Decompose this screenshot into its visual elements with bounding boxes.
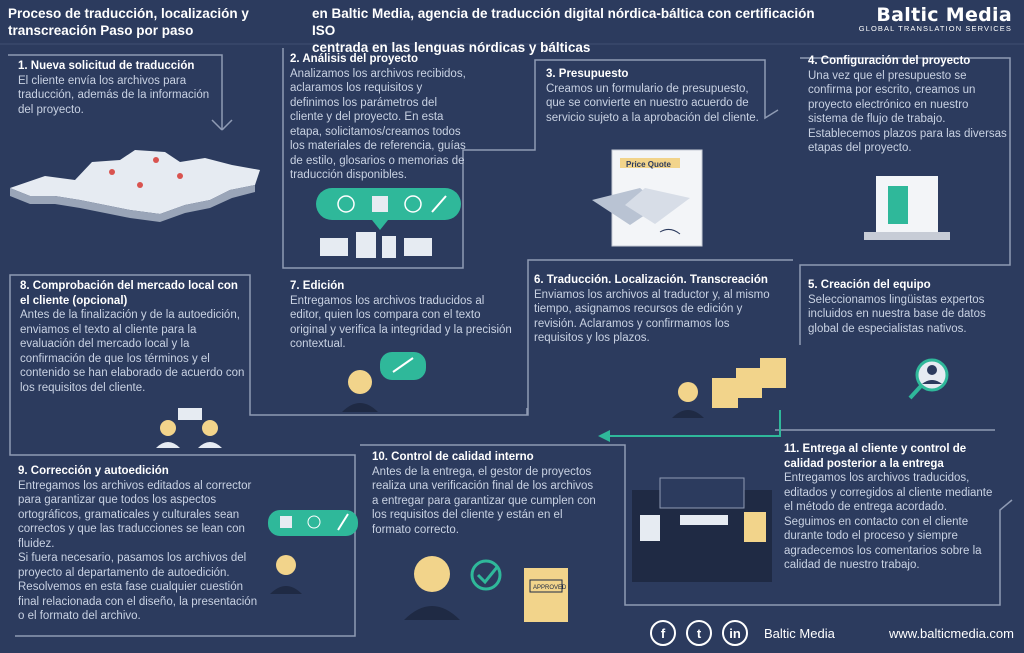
header-title-line1: Proceso de traducción, localización y (8, 6, 249, 21)
step-4-title: 4. Configuración del proyecto (808, 55, 971, 67)
step-7-body: Entregamos los archivos traducidos al ed… (290, 294, 512, 351)
client-check-icon (156, 408, 222, 448)
step-11-body: Entregamos los archivos traducidos, edit… (784, 472, 993, 571)
proofreading-bubble-icon (268, 510, 358, 536)
footer: f t in Baltic Media www.balticmedia.com (650, 617, 1020, 649)
header-subtitle: en Baltic Media, agencia de traducción d… (312, 5, 832, 56)
logo-name: Baltic Media (876, 4, 1012, 26)
europe-map-icon (10, 150, 260, 222)
header-subtitle-line1: en Baltic Media, agencia de traducción d… (312, 6, 815, 38)
linkedin-icon[interactable]: in (722, 620, 748, 646)
step-9-title: 9. Corrección y autoedición (18, 465, 169, 477)
header-title: Proceso de traducción, localización y tr… (8, 5, 288, 39)
baltic-media-logo[interactable]: Baltic Media GLOBAL TRANSLATION SERVICES (859, 4, 1012, 33)
project-manager-icon (404, 556, 460, 620)
laptop-icon (864, 176, 950, 240)
step-10: 10. Control de calidad interno Antes de … (372, 450, 602, 537)
checkmark-icon (470, 559, 502, 591)
process-path (8, 48, 1013, 637)
header-subtitle-line2: centrada en las lenguas nórdicas y bálti… (312, 40, 591, 55)
step-8-body: Antes de la finalización y de la autoedi… (20, 309, 245, 394)
footer-url[interactable]: www.balticmedia.com (889, 625, 1014, 641)
price-quote-icon (592, 149, 703, 247)
logo-tagline: GLOBAL TRANSLATION SERVICES (858, 24, 1012, 33)
step-10-title: 10. Control de calidad interno (372, 451, 534, 463)
step-2-body: Analizamos los archivos recibidos, aclar… (290, 67, 466, 182)
approved-stamp: APPROVED (533, 585, 567, 591)
step-2: 2. Análisis del proyecto Analizamos los … (290, 52, 470, 183)
step-1-title: 1. Nueva solicitud de traducción (18, 60, 195, 72)
step-1: 1. Nueva solicitud de traducción El clie… (18, 59, 218, 117)
folders-icon (712, 358, 786, 408)
step-8-title: 8. Comprobación del mercado local con el… (20, 280, 238, 307)
editor-person-icon (342, 370, 378, 412)
step-6-title: 6. Traducción. Localización. Transcreaci… (534, 274, 768, 286)
step-11-title: 11. Entrega al cliente y control de cali… (784, 443, 967, 470)
step-10-body: Antes de la entrega, el gestor de proyec… (372, 465, 596, 536)
step-5: 5. Creación del equipo Seleccionamos lin… (808, 278, 1003, 336)
step-5-title: 5. Creación del equipo (808, 279, 931, 291)
step-9: 9. Corrección y autoedición Entregamos l… (18, 464, 263, 624)
step-6-body: Enviamos los archivos al traductor y, al… (534, 288, 770, 345)
proofreader-person-icon (270, 555, 302, 594)
step-3-title: 3. Presupuesto (546, 68, 629, 80)
step-4-body: Una vez que el presupuesto se confirma p… (808, 69, 1007, 155)
step-7: 7. Edición Entregamos los archivos tradu… (290, 279, 515, 352)
step-9-body-1: Entregamos los archivos editados al corr… (18, 479, 252, 550)
step-4: 4. Configuración del proyecto Una vez qu… (808, 54, 1008, 156)
green-arrow-icon (598, 410, 781, 442)
facebook-icon[interactable]: f (650, 620, 676, 646)
step-6: 6. Traducción. Localización. Transcreaci… (534, 273, 779, 346)
step-7-title: 7. Edición (290, 280, 345, 292)
step-3: 3. Presupuesto Creamos un formulario de … (546, 67, 761, 125)
twitter-icon[interactable]: t (686, 620, 712, 646)
step-2-title: 2. Análisis del proyecto (290, 53, 419, 65)
price-quote-label: Price Quote (626, 160, 671, 169)
step-11: 11. Entrega al cliente y control de cali… (784, 442, 999, 573)
step-5-body: Seleccionamos lingüistas expertos inclui… (808, 293, 986, 335)
step-9-body-2: Si fuera necesario, pasamos los archivos… (18, 552, 258, 622)
approved-folder-icon: APPROVED (524, 568, 568, 622)
devices-icon (320, 232, 432, 258)
footer-brand: Baltic Media (764, 625, 835, 641)
step-3-body: Creamos un formulario de presupuesto, qu… (546, 82, 759, 124)
magnifier-icon (908, 358, 949, 400)
step-8: 8. Comprobación del mercado local con el… (20, 279, 245, 395)
translator-person-icon (672, 382, 704, 418)
edit-bubble-icon (380, 352, 426, 380)
header-title-line2: transcreación Paso por paso (8, 23, 194, 38)
step-1-body: El cliente envía los archivos para tradu… (18, 74, 210, 116)
desk-computer-icon (632, 477, 772, 582)
translation-bubble-icon (316, 188, 461, 230)
